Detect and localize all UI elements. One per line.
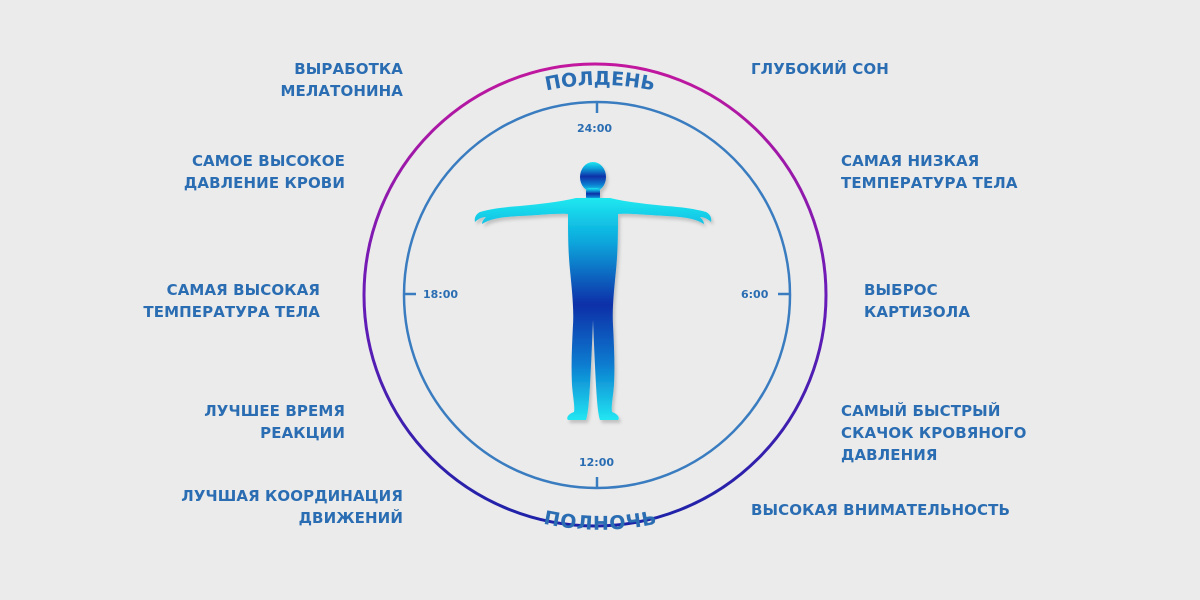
label-line: САМАЯ НИЗКАЯ: [841, 152, 980, 170]
time-label-bottom: 12:00: [579, 456, 615, 469]
label-line: САМОЕ ВЫСОКОЕ: [191, 152, 345, 170]
label-line: ВЫРАБОТКА: [294, 60, 403, 78]
label-deep-sleep: ГЛУБОКИЙ СОН: [751, 58, 889, 80]
label-fastest-blood-pressure-rise: САМЫЙ БЫСТРЫЙ СКАЧОК КРОВЯНОГО ДАВЛЕНИЯ: [841, 400, 1026, 466]
label-cortisol-release: ВЫБРОС КАРТИЗОЛА: [864, 279, 970, 323]
label-line: КАРТИЗОЛА: [864, 303, 971, 321]
label-best-coordination: ЛУЧШАЯ КООРДИНАЦИЯ ДВИЖЕНИЙ: [181, 485, 403, 529]
outer-ring: [362, 62, 828, 528]
label-line: ДАВЛЕНИЕ КРОВИ: [183, 174, 345, 192]
label-best-reaction-time: ЛУЧШЕЕ ВРЕМЯ РЕАКЦИИ: [204, 400, 345, 444]
label-line: ТЕМПЕРАТУРА ТЕЛА: [143, 303, 320, 321]
midnight-title: ПОЛНОЧЬ: [542, 507, 658, 535]
human-body-icon: [474, 162, 712, 420]
label-highest-body-temperature: САМАЯ ВЫСОКАЯ ТЕМПЕРАТУРА ТЕЛА: [143, 279, 320, 323]
time-label-top: 24:00: [577, 122, 613, 135]
label-line: ЛУЧШАЯ КООРДИНАЦИЯ: [181, 487, 403, 505]
label-line: МЕЛАТОНИНА: [280, 82, 403, 100]
label-line: ТЕМПЕРАТУРА ТЕЛА: [841, 174, 1018, 192]
label-line: ГЛУБОКИЙ СОН: [751, 60, 889, 78]
label-line: СКАЧОК КРОВЯНОГО: [841, 424, 1027, 442]
label-lowest-body-temperature: САМАЯ НИЗКАЯ ТЕМПЕРАТУРА ТЕЛА: [841, 150, 1018, 194]
label-line: ВЫСОКАЯ ВНИМАТЕЛЬНОСТЬ: [751, 501, 1011, 519]
time-label-left: 18:00: [423, 288, 459, 301]
label-line: ДАВЛЕНИЯ: [841, 446, 938, 464]
label-line: САМАЯ ВЫСОКАЯ: [166, 281, 320, 299]
label-line: ВЫБРОС: [864, 281, 938, 299]
label-high-alertness: ВЫСОКАЯ ВНИМАТЕЛЬНОСТЬ: [751, 499, 1010, 521]
label-line: ЛУЧШЕЕ ВРЕМЯ: [204, 402, 345, 420]
label-highest-blood-pressure: САМОЕ ВЫСОКОЕ ДАВЛЕНИЕ КРОВИ: [184, 150, 345, 194]
label-line: ДВИЖЕНИЙ: [298, 509, 403, 527]
label-melatonin-production: ВЫРАБОТКА МЕЛАТОНИНА: [281, 58, 404, 102]
label-line: РЕАКЦИИ: [260, 424, 345, 442]
time-label-right: 6:00: [741, 288, 769, 301]
label-line: САМЫЙ БЫСТРЫЙ: [841, 402, 1001, 420]
noon-title: ПОЛДЕНЬ: [543, 68, 657, 96]
